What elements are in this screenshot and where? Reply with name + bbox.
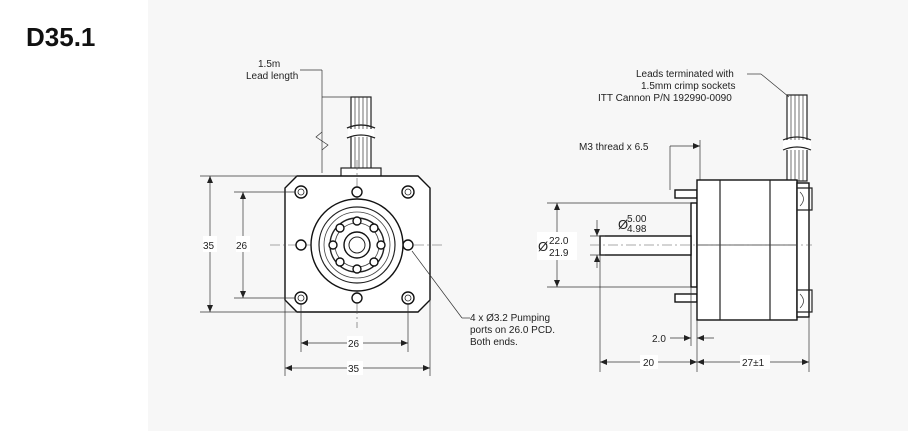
lead-length-label-2: Lead length	[246, 71, 298, 82]
shaft-dia-upper: 5.00	[627, 214, 647, 225]
dim-width-inner: 26	[348, 339, 360, 350]
leads-label-2: 1.5mm crimp sockets	[641, 81, 735, 92]
side-view: Leads terminated with 1.5mm crimp socket…	[537, 69, 813, 372]
lead-cable	[340, 96, 382, 178]
dim-height-inner: 26	[236, 241, 248, 252]
boss-dia-upper: 22.0	[549, 236, 569, 247]
bearing-balls	[328, 216, 386, 274]
stud	[674, 189, 698, 199]
dim-width-outer: 35	[348, 364, 360, 375]
mounting-hole	[351, 292, 363, 304]
pumping-port	[294, 291, 308, 305]
pumping-port	[401, 185, 415, 199]
leads-label-1: Leads terminated with	[636, 69, 734, 80]
page-title: D35.1	[26, 22, 96, 52]
ports-label-3: Both ends.	[470, 337, 518, 348]
shaft-dia-lower: 4.98	[627, 224, 647, 235]
leads-label-3: ITT Cannon P/N 192990-0090	[598, 93, 732, 104]
dim-flange: 2.0	[652, 334, 666, 345]
dim-height-outer: 35	[203, 241, 215, 252]
stud	[674, 293, 698, 303]
shaft-dia-symbol: Ø	[618, 217, 628, 232]
side-shaft	[599, 235, 692, 256]
pumping-port	[294, 185, 308, 199]
mounting-hole	[351, 186, 363, 198]
motor-body	[696, 179, 798, 321]
boss-dia-symbol: Ø	[538, 239, 548, 254]
lead-length-label-1: 1.5m	[258, 59, 280, 70]
mounting-hole	[295, 239, 307, 251]
thread-label: M3 thread x 6.5	[579, 142, 649, 153]
rear-cap	[796, 182, 810, 318]
boss-dia-lower: 21.9	[549, 248, 569, 259]
side-lead-cable	[782, 94, 812, 182]
pumping-port	[401, 291, 415, 305]
dim-body-length: 27±1	[742, 358, 765, 369]
dim-shaft-length: 20	[643, 358, 655, 369]
mounting-hole	[402, 239, 414, 251]
ports-label-1: 4 x Ø3.2 Pumping	[470, 313, 550, 324]
ports-label-2: ports on 26.0 PCD.	[470, 325, 555, 336]
shaft-end	[343, 231, 371, 259]
front-view: 1.5m Lead length	[200, 59, 555, 376]
